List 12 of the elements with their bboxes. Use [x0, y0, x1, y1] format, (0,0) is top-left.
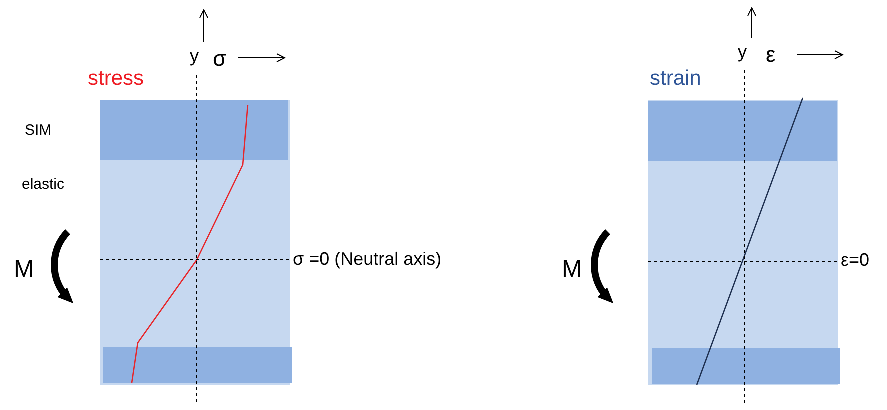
neutral-axis-label: σ =0 (Neutral axis): [293, 250, 442, 268]
axis-label: y: [190, 47, 199, 65]
moment-label: M: [562, 258, 582, 282]
axis-label: ε: [766, 44, 776, 66]
neutral-axis-label: ε=0: [841, 251, 870, 269]
axis-label: y: [738, 43, 747, 61]
axis-label: σ: [213, 48, 227, 70]
panel-title: stress: [88, 68, 144, 89]
panel-title: strain: [650, 68, 702, 89]
layer-label: SIM: [25, 123, 52, 138]
moment-label: M: [14, 258, 34, 282]
layer-label: elastic: [22, 177, 65, 192]
